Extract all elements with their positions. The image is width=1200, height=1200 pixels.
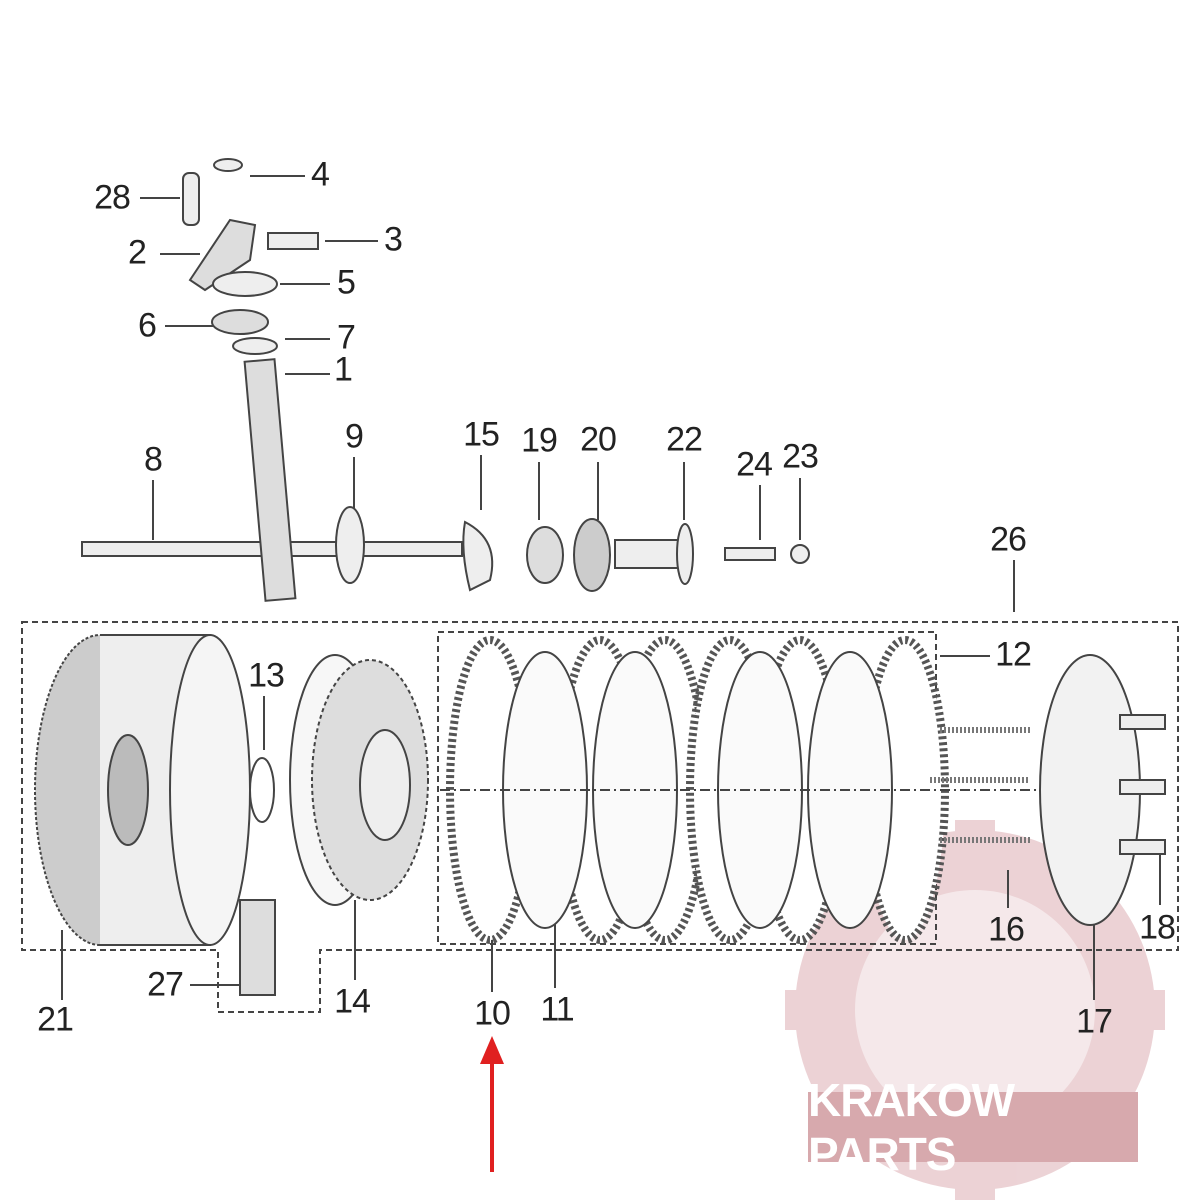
part-label-12: 12 xyxy=(995,635,1032,674)
pusher-22 xyxy=(614,539,686,569)
part-label-7: 7 xyxy=(337,318,356,357)
plate-5 xyxy=(212,271,278,297)
part-label-15: 15 xyxy=(463,415,500,454)
part-label-16: 16 xyxy=(988,910,1025,949)
part-label-22: 22 xyxy=(666,420,703,459)
part-label-28: 28 xyxy=(94,178,131,217)
part-label-27: 27 xyxy=(147,965,184,1004)
part-label-26: 26 xyxy=(990,520,1027,559)
part-label-14: 14 xyxy=(334,982,371,1021)
part-label-8: 8 xyxy=(144,440,163,479)
springs-16 xyxy=(930,727,1030,843)
part-label-6: 6 xyxy=(138,306,157,345)
pin-24 xyxy=(724,547,776,561)
part-label-21: 21 xyxy=(37,1000,74,1039)
part-label-24: 24 xyxy=(736,445,773,484)
screw-4 xyxy=(213,158,243,172)
washer-9 xyxy=(335,506,365,584)
pin-28 xyxy=(182,172,200,226)
part-label-1: 1 xyxy=(334,350,353,389)
part-label-9: 9 xyxy=(345,417,364,456)
bearing-20 xyxy=(573,518,611,592)
collar-13 xyxy=(249,757,275,823)
highlight-arrow xyxy=(480,1036,504,1172)
release-shaft-1 xyxy=(243,358,297,602)
part-label-10: 10 xyxy=(474,994,511,1033)
watermark-text: KRAKOW PARTS xyxy=(808,1074,1138,1180)
washer-15 xyxy=(462,520,494,592)
part-label-18: 18 xyxy=(1139,908,1176,947)
assembly-26-outline xyxy=(21,621,1179,1013)
part-label-13: 13 xyxy=(248,656,285,695)
part-label-3: 3 xyxy=(384,220,403,259)
part-label-11: 11 xyxy=(540,990,574,1029)
part-label-19: 19 xyxy=(521,421,558,460)
nut-19 xyxy=(526,526,564,584)
washer-7 xyxy=(232,337,278,355)
part-label-17: 17 xyxy=(1076,1002,1113,1041)
lever-2 xyxy=(188,218,257,292)
nut-23 xyxy=(790,544,810,564)
bolt-3 xyxy=(267,232,319,250)
part-label-4: 4 xyxy=(311,155,330,194)
seal-6 xyxy=(211,309,269,335)
part-label-23: 23 xyxy=(782,437,819,476)
part-label-5: 5 xyxy=(337,263,356,302)
part-label-20: 20 xyxy=(580,420,617,459)
part-label-2: 2 xyxy=(128,233,147,272)
bolts-18 xyxy=(1119,714,1166,855)
gear-27 xyxy=(239,899,276,996)
